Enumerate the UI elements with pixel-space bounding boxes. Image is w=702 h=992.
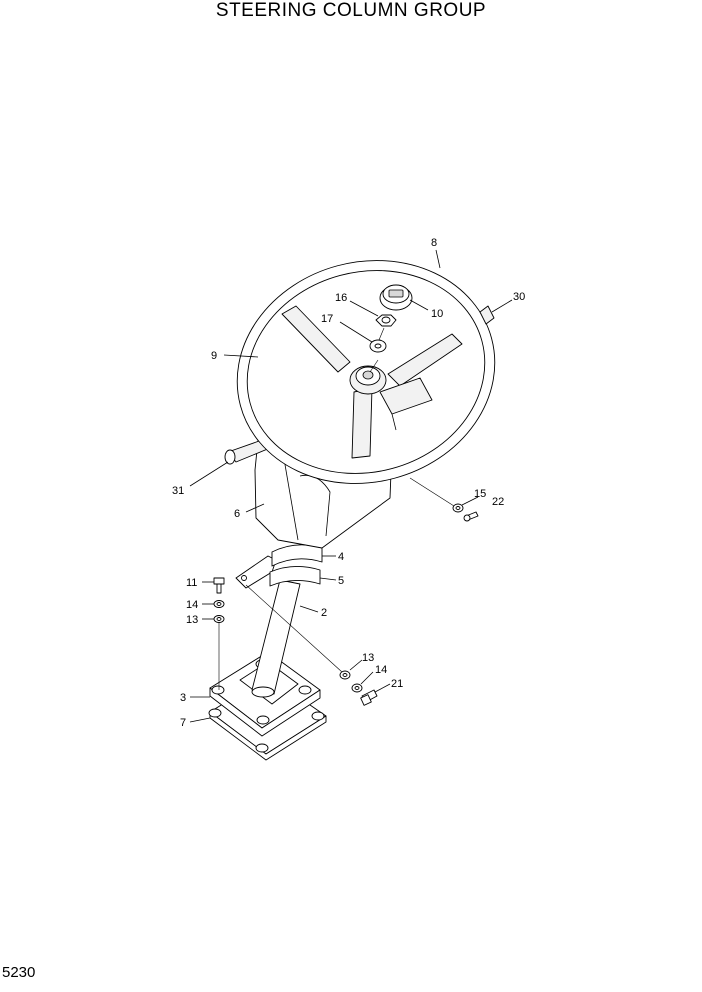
bolt-21 (360, 689, 378, 706)
callout-13-left: 13 (186, 614, 198, 626)
callout-9: 9 (211, 350, 217, 362)
bolt-11 (213, 577, 225, 594)
callout-31: 31 (172, 485, 184, 497)
callout-22: 22 (492, 496, 504, 508)
washer-13-left (213, 615, 225, 623)
callout-30: 30 (513, 291, 525, 303)
lock-washer-14-right (351, 683, 363, 693)
lock-washer-14-left (213, 600, 225, 608)
column-tube (251, 579, 301, 698)
callout-5: 5 (338, 575, 344, 587)
callout-13-right: 13 (362, 652, 374, 664)
horn-button (379, 284, 413, 311)
hub-nut (375, 314, 397, 327)
column-bracket (235, 544, 323, 589)
callout-3: 3 (180, 692, 186, 704)
wheel-knob (479, 305, 495, 325)
steering-wheel (236, 260, 496, 484)
callout-6: 6 (234, 508, 240, 520)
callout-2: 2 (321, 607, 327, 619)
callout-10: 10 (431, 308, 443, 320)
screw-22 (463, 511, 479, 522)
callout-11: 11 (186, 577, 197, 589)
assembly-lines (218, 327, 455, 690)
callout-17: 17 (321, 313, 333, 325)
callout-8: 8 (431, 237, 437, 249)
callout-15: 15 (474, 488, 486, 500)
callout-4: 4 (338, 551, 344, 563)
leader-lines (189, 249, 513, 723)
page-title: STEERING COLUMN GROUP (215, 0, 487, 21)
callout-7: 7 (180, 717, 186, 729)
washer-13-right (339, 670, 351, 680)
washer-15 (452, 503, 464, 513)
callout-21: 21 (391, 678, 403, 690)
callout-14-right: 14 (375, 664, 387, 676)
hub-washer (369, 339, 387, 353)
page-number: 5230 (2, 964, 36, 981)
callout-14-left: 14 (186, 599, 198, 611)
callout-16: 16 (335, 292, 347, 304)
